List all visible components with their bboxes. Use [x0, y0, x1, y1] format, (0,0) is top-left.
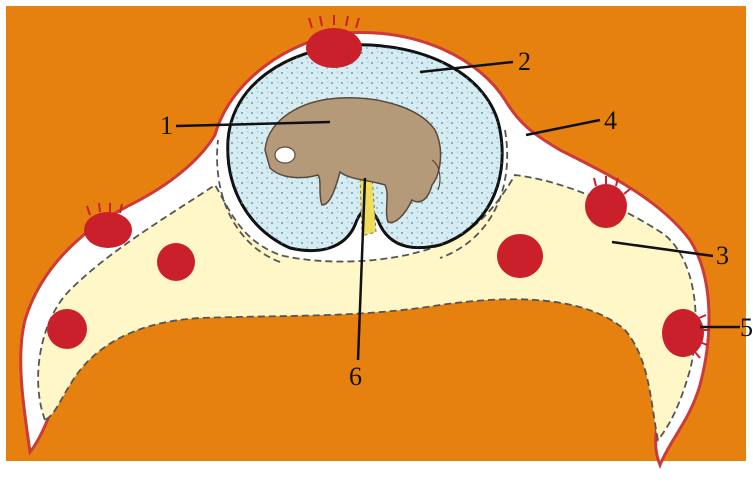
bottom-margin: [0, 461, 753, 492]
label-6: 6: [349, 362, 362, 391]
label-3: 3: [716, 241, 729, 270]
label-4: 4: [604, 106, 617, 135]
label-5: 5: [740, 313, 753, 342]
villus-left-lower: [47, 309, 87, 349]
villus-left-inner: [157, 243, 195, 281]
label-1: 1: [160, 111, 173, 140]
label-2: 2: [518, 47, 531, 76]
villus-right-inner: [497, 234, 543, 278]
